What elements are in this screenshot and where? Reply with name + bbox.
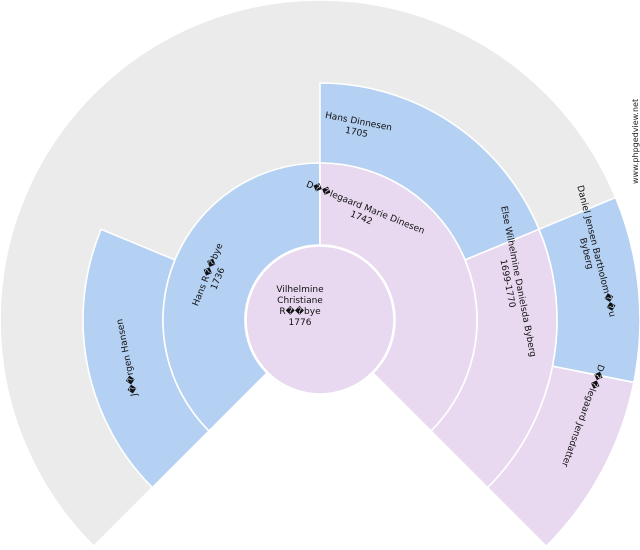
segment-father[interactable]: [162, 162, 321, 433]
person-name-line: Vilhelmine: [276, 285, 324, 295]
segment-root-person[interactable]: [245, 245, 395, 395]
person-name-line: Christiane: [277, 296, 323, 306]
generation-3-ring: [486, 196, 640, 548]
root-person-disc: [245, 245, 395, 395]
person-name-line: R��bye: [279, 305, 321, 317]
generation-1-ring: [162, 162, 478, 433]
person-years: 1776: [289, 318, 312, 328]
watermark-text: www.phpgedview.net: [631, 99, 640, 184]
segment-mother[interactable]: [319, 162, 478, 433]
person-years: 1705: [344, 126, 368, 140]
